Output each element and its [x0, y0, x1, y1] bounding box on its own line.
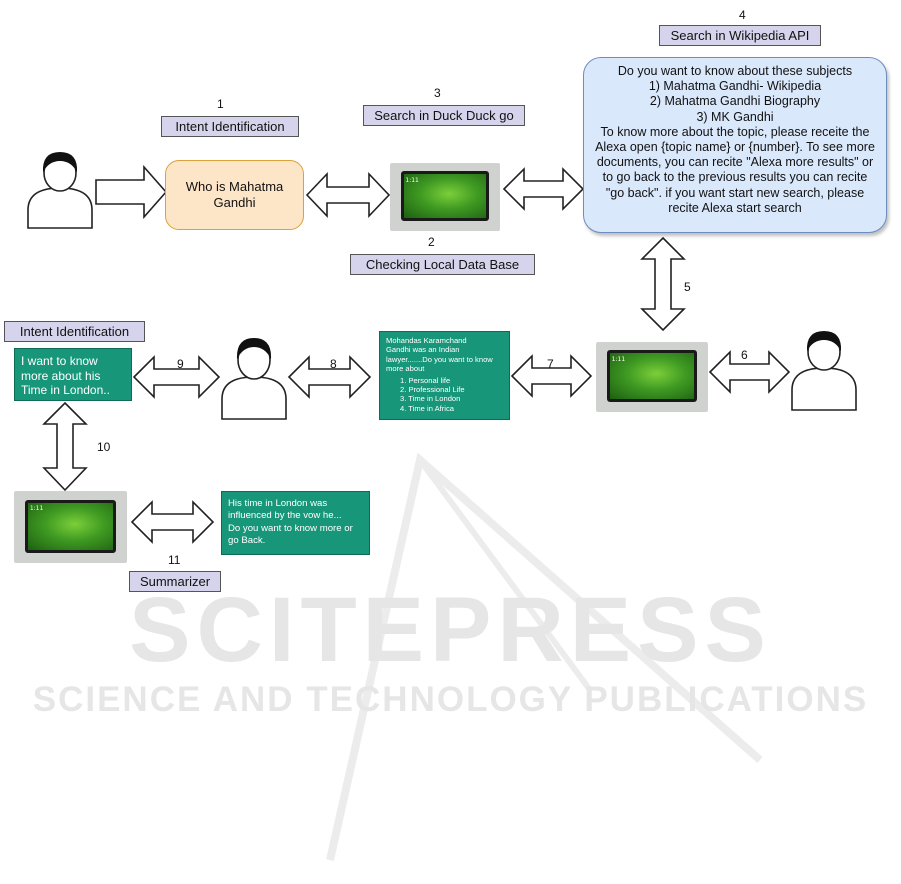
summary-response-box: Mohandas Karamchand Gandhi was an Indian…	[379, 331, 510, 420]
arrow-summary-device-7	[510, 354, 593, 398]
response-line: recite Alexa start search	[668, 200, 802, 215]
response-intro: Do you want to know about these subjects	[617, 64, 853, 78]
echo-device-top: 1:11	[390, 163, 500, 231]
arrow-device-wiki	[502, 167, 585, 211]
response-line: to go back to the previous results you c…	[602, 170, 868, 185]
response-option: 3) MK Gandhi	[696, 109, 774, 124]
topic-item: 4. Time in Africa	[400, 403, 455, 413]
summary-line: Gandhi was an Indian	[386, 345, 460, 355]
device-clock: 1:11	[29, 505, 44, 513]
arrow-followup-user-9	[132, 355, 221, 399]
step-number: 7	[547, 357, 554, 371]
summary-line: more about	[386, 364, 425, 374]
step-number: 9	[177, 357, 184, 371]
label-local-database: Checking Local Data Base	[350, 254, 535, 275]
label-search-wikipedia: Search in Wikipedia API	[659, 25, 821, 46]
arrow-wiki-device-5	[640, 236, 686, 332]
user-icon-end	[791, 331, 857, 411]
topic-item: 3. Time in London	[400, 394, 461, 404]
london-summary-box: His time in London was influenced by the…	[221, 491, 370, 555]
label-intent-identification-top: Intent Identification	[161, 116, 299, 137]
summary-line: lawyer.......Do you want to know	[386, 354, 493, 364]
arrow-user-summary-8	[287, 355, 372, 399]
arrow-device-london-11	[130, 500, 215, 544]
response-option: 2) Mahatma Gandhi Biography	[649, 94, 821, 109]
london-line: Do you want to know more or	[228, 522, 353, 534]
london-line: influenced by the vow he...	[228, 510, 342, 522]
followup-line: Time in London..	[21, 383, 110, 397]
device-clock: 1:11	[611, 356, 626, 363]
arrow-user-to-query	[95, 164, 168, 220]
watermark-sub: SCIENCE AND TECHNOLOGY PUBLICATIONS	[32, 680, 869, 719]
step-number: 3	[434, 86, 441, 100]
response-line: "go back". if you want start new search,…	[605, 185, 865, 200]
topic-item: 2. Professional Life	[400, 385, 465, 395]
response-option: 1) Mahatma Gandhi- Wikipedia	[648, 79, 822, 94]
response-line: Alexa open {topic name} or {number}. To …	[595, 140, 875, 155]
step-number: 1	[217, 97, 224, 111]
step-number: 4	[739, 8, 746, 22]
followup-line: I want to know	[21, 354, 98, 368]
london-line: His time in London was	[228, 498, 328, 509]
step-number: 6	[741, 348, 748, 362]
summary-line: Mohandas Karamchand	[386, 336, 467, 345]
response-line: To know more about the topic, please rec…	[600, 124, 870, 139]
wikipedia-response-box: Do you want to know about these subjects…	[583, 57, 887, 233]
arrow-followup-device-10	[42, 401, 88, 492]
followup-query-box: I want to know more about his Time in Lo…	[14, 348, 132, 401]
label-summarizer: Summarizer	[129, 571, 221, 592]
user-icon-middle	[221, 338, 287, 420]
label-search-duckduckgo: Search in Duck Duck go	[363, 105, 525, 126]
followup-line: more about his	[21, 368, 101, 383]
user-icon-start	[27, 152, 93, 229]
echo-device-right: 1:11	[596, 342, 708, 412]
topic-item: 1. Personal life	[400, 375, 451, 385]
arrow-query-device	[305, 172, 391, 218]
london-line: go Back.	[228, 535, 266, 547]
response-line: documents, you can recite "Alexa more re…	[596, 155, 874, 170]
topic-list: 1. Personal life 2. Professional Life 3.…	[386, 376, 503, 414]
user-query-box: Who is Mahatma Gandhi	[165, 160, 304, 230]
step-number: 8	[330, 357, 337, 371]
label-intent-identification-left: Intent Identification	[4, 321, 145, 342]
step-number: 5	[684, 280, 691, 294]
query-line: Gandhi	[213, 195, 256, 210]
step-number: 10	[97, 440, 111, 454]
echo-device-bottom: 1:11	[14, 491, 127, 563]
arrow-device-user-6	[708, 350, 791, 394]
query-line: Who is Mahatma	[185, 179, 284, 194]
watermark-main: SCITEPRESS	[129, 579, 772, 681]
step-number: 11	[168, 553, 181, 567]
device-clock: 1:11	[405, 176, 419, 184]
step-number: 2	[428, 235, 435, 249]
